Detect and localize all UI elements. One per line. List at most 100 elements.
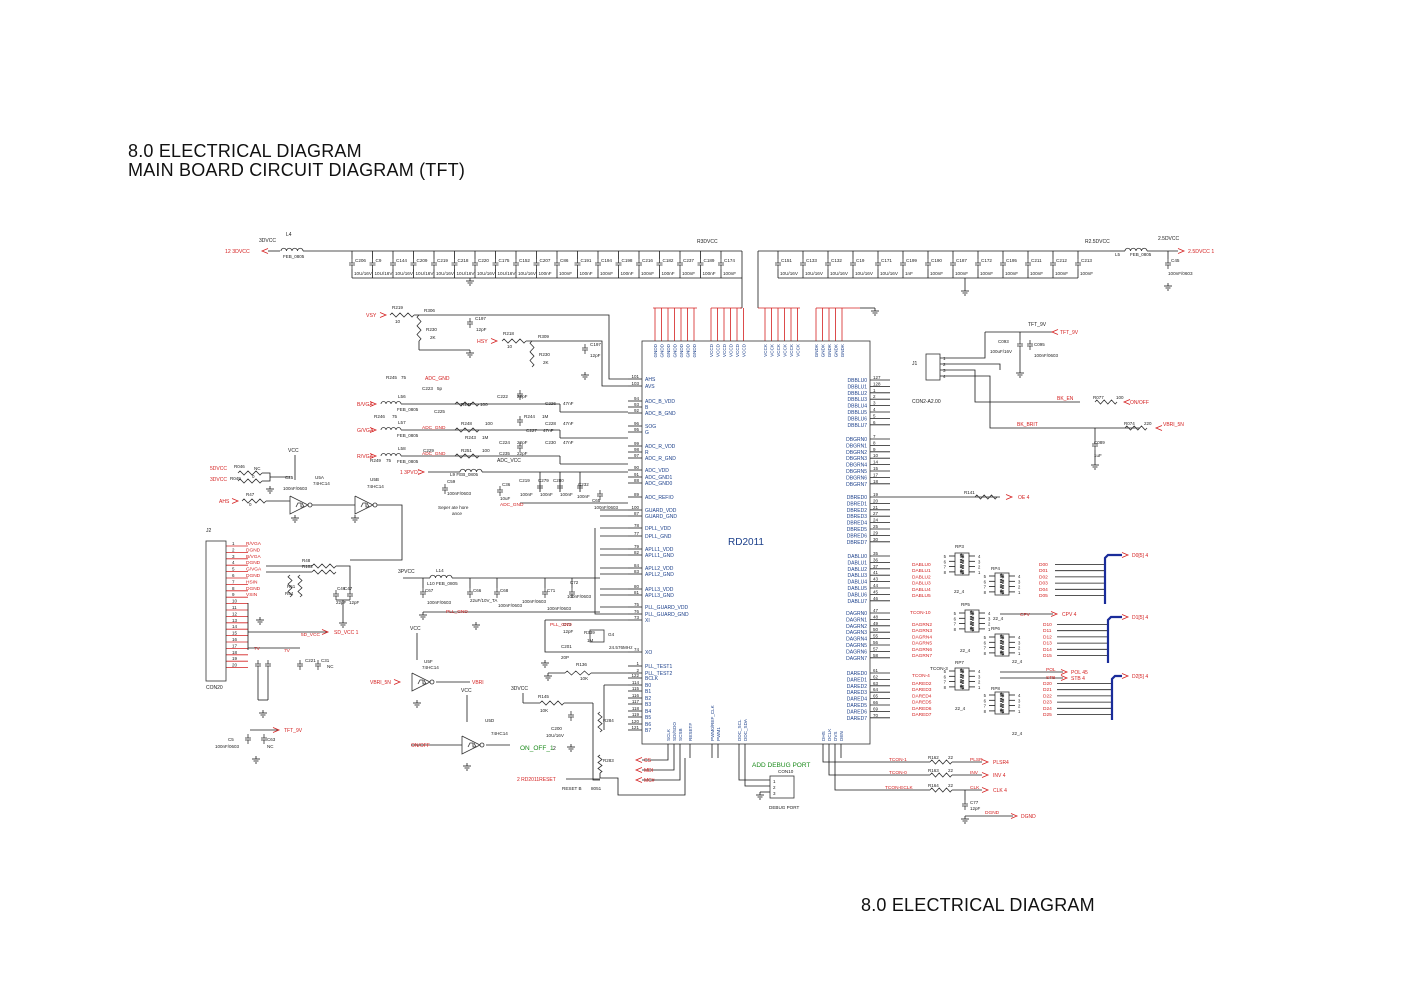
net-avs-wire xyxy=(585,340,628,387)
connector-pin-number: 14 xyxy=(232,624,238,629)
capacitor-value: 100nF/0603 xyxy=(447,491,472,496)
ic-pin-number: 37 xyxy=(873,564,879,569)
resistor-network-ref: RP6 xyxy=(991,626,1000,631)
resistor-value: 75 xyxy=(401,375,407,380)
resistor-network-value: 22_4 xyxy=(1012,659,1023,664)
bus-d1-label: D1[5] 4 xyxy=(1132,615,1148,621)
u5b-ref: U5B xyxy=(370,477,379,482)
bus-d2-label: D2[5] 4 xyxy=(1132,674,1148,680)
ic-pin-name: DAGRN4 xyxy=(846,637,867,643)
connector-pin-number: 18 xyxy=(232,650,238,655)
net-bk-en-label: BK_EN xyxy=(1057,396,1074,402)
resistor-ref: R51 xyxy=(287,584,296,589)
net-inv-inline-label: INV xyxy=(970,770,979,776)
capacitor-value: 100nF xyxy=(580,271,593,276)
resistor-r47 xyxy=(241,498,267,504)
capacitor-value: 100nF xyxy=(559,271,572,276)
resistor-ref: R339 xyxy=(584,630,595,635)
ic-pin-number: 94 xyxy=(634,396,640,401)
ic-bottom-pin-name: PWM1 xyxy=(716,727,721,741)
ic-pin-name: DPLL_VDD xyxy=(645,526,671,532)
inverter-u5d-schmitt xyxy=(467,742,477,748)
net-adc-vcc-label: ADC_VCC xyxy=(497,458,521,464)
ic-pin-number: 46 xyxy=(873,596,879,601)
ic-top-pin-name: VCCD xyxy=(709,343,714,357)
connector-j2-body xyxy=(205,540,227,682)
net-tcon-3-label: TCON-3 xyxy=(930,666,948,672)
capacitor-ref: C9 xyxy=(376,258,382,263)
capacitor-value: 10U/16V xyxy=(880,271,899,276)
capacitor-value: 47nF xyxy=(563,401,574,406)
ic-pin-number: 80 xyxy=(634,584,640,589)
net-7v-label: 7V xyxy=(254,646,261,652)
connector-pin-number: 1 xyxy=(773,779,776,784)
net-dablu-label: DABLU0 xyxy=(912,562,931,568)
net-stb-inline-label: STB xyxy=(1046,675,1055,681)
capacitor-ref: C191 xyxy=(581,258,592,263)
ic-pin-name: DARED4 xyxy=(847,697,868,703)
ic-pin-name: DBGRN5 xyxy=(846,469,867,475)
resistor-value: 1M xyxy=(587,638,594,643)
net-adc-gnd-label: ADC_GND xyxy=(425,376,450,382)
capacitor-value: 1nF xyxy=(905,271,913,276)
rail-2-5dvcc-output-label: 2.5DVCC 1 xyxy=(1188,249,1214,255)
ic-pin-number: 19 xyxy=(873,492,879,497)
connector-j2-ref: J2 xyxy=(206,528,212,534)
reset-mcu-label: 8051 xyxy=(591,786,602,791)
ic-pin-name: DARED1 xyxy=(847,677,868,683)
capacitor-ref: C175 xyxy=(499,258,510,263)
capacitor-ref: C190 xyxy=(931,258,942,263)
ic-pin-number: 15 xyxy=(873,466,879,471)
ic-bottom-pin-name: RESET# xyxy=(688,723,693,741)
ic-bottom-pin-name: SCLK xyxy=(666,728,671,741)
bk-en-wire xyxy=(960,369,1080,403)
ic-pin-name: DBBLU2 xyxy=(848,391,868,397)
ic-top-pin-name: GNDK xyxy=(821,343,826,357)
tcon-eclk-wire xyxy=(834,758,930,791)
resistor-rgb-series xyxy=(454,453,480,459)
net-tcon-0-label: TCON-0 xyxy=(889,770,907,776)
net-dared-label: DARED2 xyxy=(912,681,932,687)
capacitor-ref: C235 xyxy=(499,451,510,456)
capacitor-ref: C216 xyxy=(642,258,653,263)
resistor-r219 xyxy=(389,312,415,318)
resistor-ref: R284 xyxy=(603,718,614,723)
net-7v-label: 7V xyxy=(284,648,291,654)
capacitor-value: 100nF xyxy=(1005,271,1018,276)
ic-pin-name: B6 xyxy=(645,722,651,728)
capacitor-value: 100nF/0603 xyxy=(1168,271,1193,276)
capacitor-ref: C171 xyxy=(881,258,892,263)
resistor-value: 10 xyxy=(507,344,513,349)
net-dgnd-label: DGND xyxy=(1021,814,1036,820)
net-tcon-10-label: TCON-10 xyxy=(910,610,931,616)
rail-r2-5dvcc-label: R2.5DVCC xyxy=(1085,239,1110,245)
ic-pin-number: 2 xyxy=(873,394,876,399)
ic-top-pin-name: VCCD xyxy=(716,343,721,357)
resistor-network-rp7-element xyxy=(959,673,965,679)
capacitor-ref: C182 xyxy=(663,258,674,263)
resistor-network-rp3-element xyxy=(959,564,965,569)
resistor-network-rp8-pin-number: 3 xyxy=(1018,698,1021,703)
resistor-network-rp8-pin-number: 7 xyxy=(984,704,987,709)
resistor-network-rp3-pin-number: 4 xyxy=(978,554,981,559)
ic-pin-name: DARED0 xyxy=(847,671,868,677)
capacitor-ref: C218 xyxy=(458,258,469,263)
capacitor-ref: C197 xyxy=(475,316,486,321)
capacitor-ref: C201 xyxy=(561,644,572,649)
resistor-ref: R218 xyxy=(503,331,514,336)
inductor-part: FEB_0805 xyxy=(397,433,419,438)
inverter-u5b-gate xyxy=(354,495,374,515)
net-adc-gnd-label: ADC_GND xyxy=(500,502,524,508)
connector-pin-net: DGND xyxy=(246,547,261,553)
ic-pin-name: B3 xyxy=(645,702,651,708)
capacitor-value: 47nF xyxy=(543,428,554,433)
resistor-network-rp4-element xyxy=(999,578,1005,584)
ic-pin-name: ADC_B_VDD xyxy=(645,399,675,405)
resistor-ref: R283 xyxy=(603,758,614,763)
resistor-value: 22 xyxy=(948,755,954,760)
ic-top-pin-name: VCCK xyxy=(776,343,781,357)
capacitor-value: 100nF xyxy=(539,271,552,276)
resistor-network-rp7-pin-number: 3 xyxy=(978,674,981,679)
connector-pin-number: 2 xyxy=(943,362,946,367)
net-d1-label: D12 xyxy=(1043,634,1052,640)
